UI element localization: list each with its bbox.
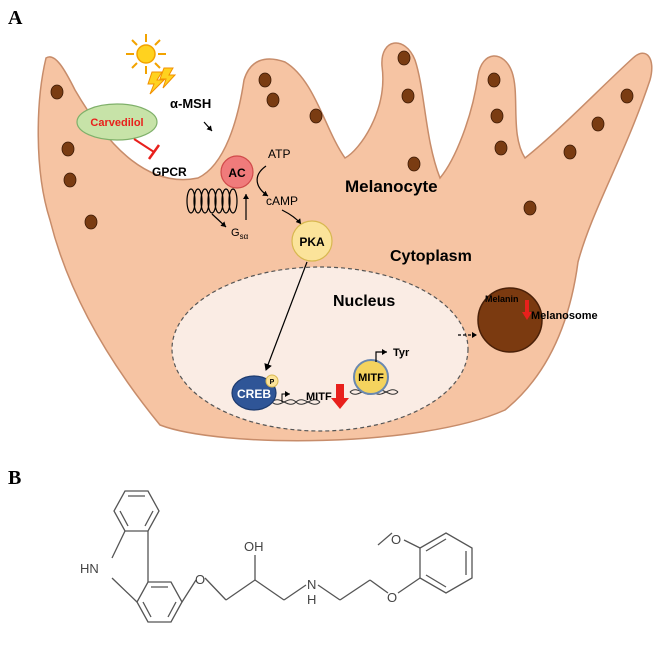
o3-label: O <box>391 532 401 547</box>
creb-node <box>231 375 277 411</box>
mitf-protein-node <box>353 359 389 395</box>
alpha-msh-label: α-MSH <box>170 96 211 111</box>
gpcr-to-gs-arrow <box>211 213 227 228</box>
carvedilol-label: Carvedilol <box>90 117 143 129</box>
carvedilol-structure <box>111 490 473 623</box>
melanin-granules <box>50 50 634 230</box>
nh-label: HN <box>80 561 99 576</box>
panel-a-label: A <box>8 7 23 29</box>
nucleus-label: Nucleus <box>333 293 395 310</box>
msh-arrow <box>203 121 213 132</box>
melanocyte-label: Melanocyte <box>345 177 438 196</box>
tyr-promoter-arrow <box>375 349 387 362</box>
inhibition-line <box>133 138 155 153</box>
sun-icon <box>126 34 166 74</box>
atp-label: ATP <box>268 147 290 161</box>
cytoplasm-label: Cytoplasm <box>390 248 472 265</box>
melanin-label: Melanin <box>485 294 519 304</box>
ac-label: AC <box>228 166 246 180</box>
camp-to-pka-arrow <box>281 209 302 225</box>
mitf-protein-label: MITF <box>358 372 384 384</box>
pka-node <box>291 220 333 262</box>
mitf-gene-label: MITF <box>306 391 332 403</box>
ac-node <box>220 155 254 189</box>
melanin-down-arrow <box>522 300 532 320</box>
amine-n-label: N <box>307 577 316 592</box>
o1-label: O <box>195 572 205 587</box>
inhibition-bar <box>147 144 161 160</box>
creb-promoter-arrow <box>281 391 290 402</box>
amine-h-label: H <box>307 592 316 607</box>
mitf-down-arrow <box>331 384 349 409</box>
pka-to-creb-arrow <box>264 261 308 371</box>
uv-lightning-icon <box>147 67 177 95</box>
atp-to-camp-arrow <box>256 165 269 197</box>
gpcr-receptor <box>186 188 238 214</box>
nucleus <box>171 266 469 432</box>
creb-label: CREB <box>237 387 271 401</box>
phospho-label: P <box>270 379 275 386</box>
pka-label: PKA <box>299 235 325 249</box>
camp-label: cAMP <box>266 194 298 208</box>
carvedilol-oval <box>76 103 158 141</box>
gpcr-label: GPCR <box>152 165 187 179</box>
melanosome-label: Melanosome <box>531 310 598 322</box>
oh-label: OH <box>244 539 264 554</box>
o2-label: O <box>387 590 397 605</box>
panel-b-label: B <box>8 467 21 489</box>
tyr-label: Tyr <box>393 347 410 359</box>
gs-alpha-label: Gsα <box>231 227 249 241</box>
phospho-node <box>265 374 279 388</box>
